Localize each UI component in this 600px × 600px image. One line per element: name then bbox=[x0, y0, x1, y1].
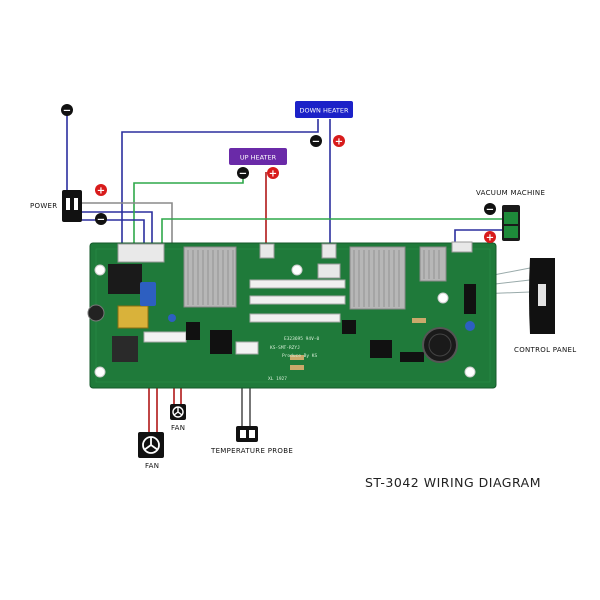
svg-text:−: − bbox=[97, 215, 105, 226]
svg-text:+: + bbox=[97, 186, 105, 197]
ic-chip bbox=[464, 284, 476, 314]
fan-icon bbox=[138, 432, 164, 458]
fan-icon bbox=[170, 404, 186, 420]
ic-chip bbox=[370, 340, 392, 358]
positive-icon: + bbox=[95, 184, 107, 197]
ic-chip bbox=[210, 330, 232, 354]
pcb-produce: Produce By KS bbox=[282, 353, 318, 359]
control-panel-icon bbox=[529, 258, 555, 334]
mount-hole bbox=[464, 366, 476, 378]
relay bbox=[321, 243, 337, 259]
heatsink-right bbox=[349, 246, 406, 310]
header-row bbox=[249, 279, 346, 289]
vacuum-positive-wire bbox=[454, 229, 502, 244]
relay bbox=[317, 263, 341, 279]
power-line-wire bbox=[82, 211, 153, 244]
ic-chip bbox=[400, 352, 424, 362]
resistor bbox=[290, 355, 304, 360]
resistor bbox=[412, 318, 426, 323]
negative-icon: − bbox=[484, 203, 496, 216]
terminal-block bbox=[117, 243, 165, 263]
vacuum-machine-icon bbox=[502, 205, 520, 241]
pcb-cert: E323695 94V-0 bbox=[284, 336, 320, 342]
pcb-date: XL 1927 bbox=[268, 376, 287, 382]
diagram-title: ST-3042 WIRING DIAGRAM bbox=[365, 475, 541, 490]
fan-label-2: FAN bbox=[145, 462, 159, 470]
power-label: POWER bbox=[30, 202, 57, 210]
fan-label-1: FAN bbox=[171, 424, 185, 432]
polarity-symbols: − + − − + − + − + bbox=[61, 104, 496, 244]
svg-text:−: − bbox=[486, 205, 494, 216]
relay bbox=[259, 243, 275, 259]
svg-text:+: + bbox=[269, 169, 277, 180]
mount-hole bbox=[291, 264, 303, 276]
vacuum-machine-label: VACUUM MACHINE bbox=[476, 189, 545, 197]
svg-text:−: − bbox=[239, 169, 247, 180]
up-heater-negative-wire bbox=[133, 175, 244, 244]
relay bbox=[117, 305, 149, 329]
negative-icon: − bbox=[310, 135, 322, 148]
header-row bbox=[249, 295, 346, 305]
svg-text:−: − bbox=[312, 137, 320, 148]
svg-text:DOWN HEATER: DOWN HEATER bbox=[299, 107, 348, 115]
down-heater-negative-wire bbox=[121, 119, 319, 244]
temperature-probe-label: TEMPERATURE PROBE bbox=[210, 447, 293, 455]
negative-icon: − bbox=[95, 213, 107, 226]
transformer bbox=[112, 336, 138, 362]
up-heater-tag: UP HEATER bbox=[229, 148, 287, 165]
capacitor-large bbox=[422, 327, 458, 363]
capacitor-small bbox=[168, 314, 176, 322]
positive-icon: + bbox=[333, 135, 345, 148]
svg-text:+: + bbox=[335, 137, 343, 148]
svg-text:+: + bbox=[486, 233, 494, 244]
fan-connector-block bbox=[143, 331, 187, 343]
pcb-board: E323695 94V-0 KS-SMT-RZYJ Produce By KS … bbox=[87, 241, 497, 389]
vacuum-negative-wire bbox=[161, 218, 502, 244]
power-gray-wire bbox=[82, 202, 173, 244]
positive-icon: + bbox=[484, 231, 496, 244]
mount-hole bbox=[437, 292, 449, 304]
relay bbox=[108, 264, 142, 294]
temperature-probe-icon bbox=[236, 426, 258, 442]
down-heater-tag: DOWN HEATER bbox=[295, 101, 353, 118]
heatsink-small bbox=[419, 246, 447, 282]
pcb-model: KS-SMT-RZYJ bbox=[270, 345, 300, 351]
svg-text:−: − bbox=[63, 106, 71, 117]
svg-text:UP HEATER: UP HEATER bbox=[240, 154, 277, 162]
negative-icon: − bbox=[61, 104, 73, 117]
heatsink-left bbox=[183, 246, 237, 308]
ic-chip bbox=[186, 322, 200, 340]
power-plug-icon bbox=[62, 190, 82, 222]
positive-icon: + bbox=[267, 167, 279, 180]
probe-connector bbox=[235, 341, 259, 355]
header-row bbox=[249, 313, 341, 323]
resistor bbox=[290, 365, 304, 370]
ic-chip bbox=[342, 320, 356, 334]
capacitor-small bbox=[465, 321, 475, 331]
negative-icon: − bbox=[237, 167, 249, 180]
control-panel-label: CONTROL PANEL bbox=[514, 346, 576, 354]
capacitor-blue bbox=[140, 282, 156, 306]
mount-hole bbox=[94, 366, 106, 378]
capacitor-round bbox=[87, 304, 105, 322]
relay bbox=[451, 241, 473, 253]
mount-hole bbox=[94, 264, 106, 276]
